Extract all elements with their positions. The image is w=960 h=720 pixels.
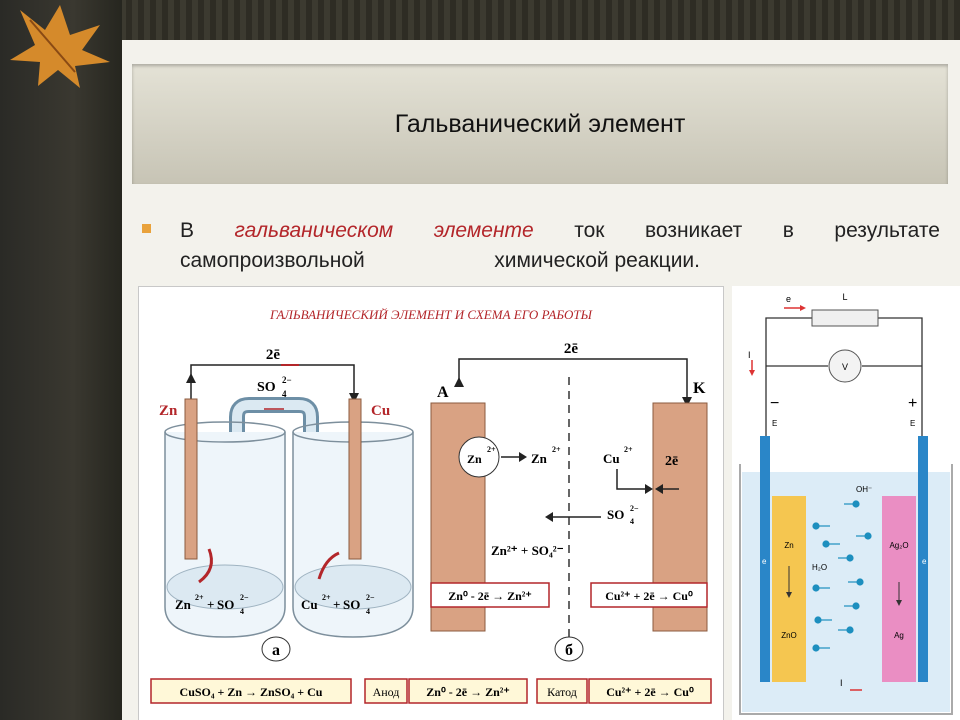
svg-text:SO: SO [607, 507, 624, 522]
svg-text:4: 4 [630, 517, 634, 526]
svg-text:OH⁻: OH⁻ [856, 485, 872, 494]
svg-text:Анод: Анод [373, 685, 400, 699]
svg-text:I: I [748, 350, 751, 360]
silver-zinc-cell-diagram: L e V I − + E E Zn ZnO Ag₂O [732, 286, 960, 720]
svg-text:2+: 2+ [487, 445, 496, 454]
svg-text:SO: SO [343, 597, 360, 612]
svg-text:Zn: Zn [467, 452, 482, 466]
galvanic-cell-diagram: ГАЛЬВАНИЧЕСКИЙ ЭЛЕМЕНТ И СХЕМА ЕГО РАБОТ… [138, 286, 724, 720]
svg-text:V: V [842, 362, 848, 372]
svg-text:2ē: 2ē [266, 347, 281, 363]
label-b: б [565, 642, 573, 659]
svg-text:Cu: Cu [603, 451, 620, 466]
svg-text:Zn: Zn [531, 451, 548, 466]
svg-text:e: e [786, 294, 791, 304]
svg-text:SO: SO [257, 380, 276, 395]
svg-text:2ē: 2ē [665, 454, 678, 469]
page-title: Гальванический элемент [394, 109, 686, 138]
cell-b: 2ē A K Zn 2+ Zn 2+ Cu 2+ 2ē [430, 341, 708, 662]
slide: Гальванический элемент В гальваническом … [122, 40, 960, 720]
cell-a: 2ē SO 4 2− Zn Zn 2+ + SO 4 [159, 347, 414, 662]
svg-text:I: I [840, 678, 843, 688]
svg-text:2−: 2− [366, 593, 375, 602]
svg-text:E: E [772, 419, 777, 428]
cu-electrode-label: Cu [371, 403, 390, 419]
svg-text:Zn: Zn [784, 541, 793, 550]
svg-text:ZnO: ZnO [781, 631, 797, 640]
svg-text:Zn⁰ - 2ē → Zn²⁺: Zn⁰ - 2ē → Zn²⁺ [426, 685, 509, 699]
svg-text:4: 4 [282, 389, 287, 399]
svg-text:2−: 2− [630, 504, 639, 513]
background-frame-left [0, 0, 122, 720]
svg-text:2+: 2+ [624, 445, 633, 454]
svg-text:+: + [333, 597, 340, 612]
bullet-line-1: В гальваническом элементе ток возникает … [180, 219, 940, 242]
autumn-leaf-icon [10, 5, 110, 88]
svg-text:4: 4 [240, 607, 244, 616]
zn-so4-label: Zn²⁺ + SO₄²⁻ [491, 543, 564, 558]
bullet-text: В гальваническом элементе ток возникает … [142, 216, 940, 276]
diagram-heading: ГАЛЬВАНИЧЕСКИЙ ЭЛЕМЕНТ И СХЕМА ЕГО РАБОТ… [269, 307, 593, 322]
zn-electrode-label: Zn [159, 403, 178, 419]
svg-text:SO: SO [217, 597, 234, 612]
svg-text:2+: 2+ [322, 593, 331, 602]
svg-text:2−: 2− [282, 375, 292, 385]
svg-text:L: L [842, 292, 847, 302]
svg-text:E: E [910, 419, 915, 428]
svg-text:H₂O: H₂O [812, 563, 827, 572]
bullet-square-icon [142, 224, 151, 233]
bullet-line-2: самопроизвольной химической реакции. [180, 249, 700, 272]
anode-equation: Zn⁰ - 2ē → Zn²⁺ [448, 589, 531, 603]
svg-text:2−: 2− [240, 593, 249, 602]
svg-text:Ag: Ag [894, 631, 904, 640]
cathode-label: K [693, 380, 706, 397]
svg-text:2+: 2+ [552, 445, 561, 454]
svg-text:e: e [762, 557, 767, 566]
svg-text:+: + [908, 395, 917, 412]
title-bar: Гальванический элемент [132, 64, 948, 184]
svg-text:Ag₂O: Ag₂O [889, 541, 908, 550]
svg-text:Cu: Cu [301, 597, 318, 612]
svg-text:Cu²⁺ + 2ē → Cu⁰: Cu²⁺ + 2ē → Cu⁰ [606, 685, 694, 699]
label-a: а [272, 642, 280, 659]
svg-text:Zn: Zn [175, 597, 192, 612]
svg-text:4: 4 [366, 607, 370, 616]
cathode-equation: Cu²⁺ + 2ē → Cu⁰ [605, 589, 693, 603]
svg-text:+: + [207, 597, 214, 612]
svg-text:−: − [770, 395, 779, 412]
svg-text:e: e [922, 557, 927, 566]
svg-text:Катод: Катод [547, 685, 577, 699]
overall-reaction: CuSO₄ + Zn → ZnSO₄ + Cu [180, 685, 323, 699]
svg-text:2ē: 2ē [564, 341, 579, 357]
anode-label: A [437, 384, 449, 401]
svg-text:2+: 2+ [195, 593, 204, 602]
